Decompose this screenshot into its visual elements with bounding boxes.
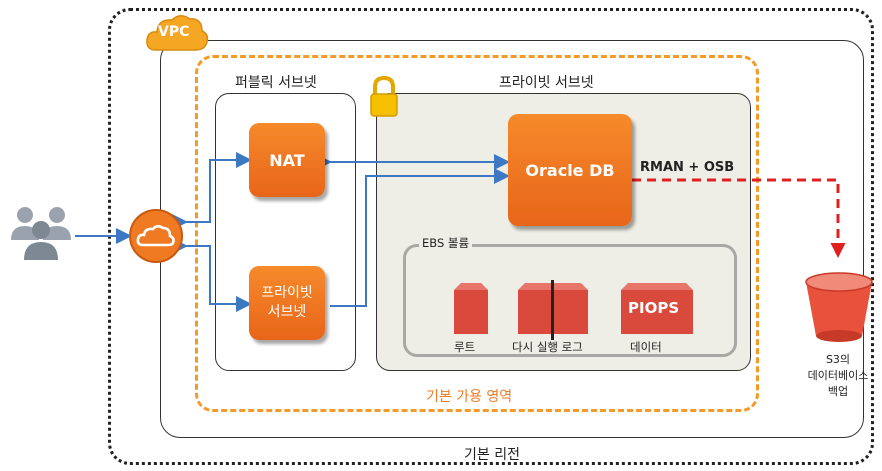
- oracle-db-label: Oracle DB: [525, 160, 615, 180]
- volume-redo-shape: [518, 280, 588, 340]
- internet-gateway-cloud-icon[interactable]: [128, 208, 188, 268]
- rman-label: RMAN + OSB: [640, 160, 735, 175]
- s3-label: S3의 데이터베이스 백업: [807, 353, 869, 398]
- backup-arrow: [632, 178, 846, 258]
- private-instance-box[interactable]: 프라이빗 서브넷: [249, 266, 325, 340]
- ebs-volume-group: [403, 244, 737, 357]
- vpc-badge-label: VPC: [158, 24, 190, 40]
- private-subnet-label: 프라이빗 서브넷: [499, 75, 594, 91]
- nat-box[interactable]: NAT: [249, 123, 325, 197]
- region-label: 기본 리전: [464, 447, 520, 463]
- gateway-nat-arrow: [172, 152, 252, 230]
- piops-label: PIOPS: [628, 299, 680, 317]
- users-icon: [11, 207, 71, 260]
- volume-data-label: 데이터: [630, 340, 662, 354]
- volume-redo-label: 다시 실행 로그: [512, 340, 583, 354]
- ebs-label: EBS 볼륨: [419, 235, 473, 251]
- availability-zone-boundary: [195, 55, 759, 412]
- s3-bucket-icon[interactable]: [802, 268, 876, 348]
- nat-label: NAT: [269, 150, 305, 170]
- private-instance-label: 프라이빗 서브넷: [261, 285, 313, 320]
- public-subnet-label: 퍼블릭 서브넷: [235, 75, 317, 91]
- private-oracle-arrow: [330, 168, 510, 307]
- vpc-cloud-icon: [146, 15, 209, 51]
- volume-root-shape: [454, 283, 488, 334]
- lock-icon: [370, 75, 398, 117]
- volume-data-shape: [621, 283, 693, 334]
- gateway-private-arrow: [172, 238, 252, 312]
- availability-zone-label: 기본 가용 영역: [422, 386, 517, 406]
- oracle-db-box[interactable]: Oracle DB: [508, 114, 632, 226]
- ebs-volumes: [454, 280, 693, 340]
- volume-root-label: 루트: [454, 340, 476, 354]
